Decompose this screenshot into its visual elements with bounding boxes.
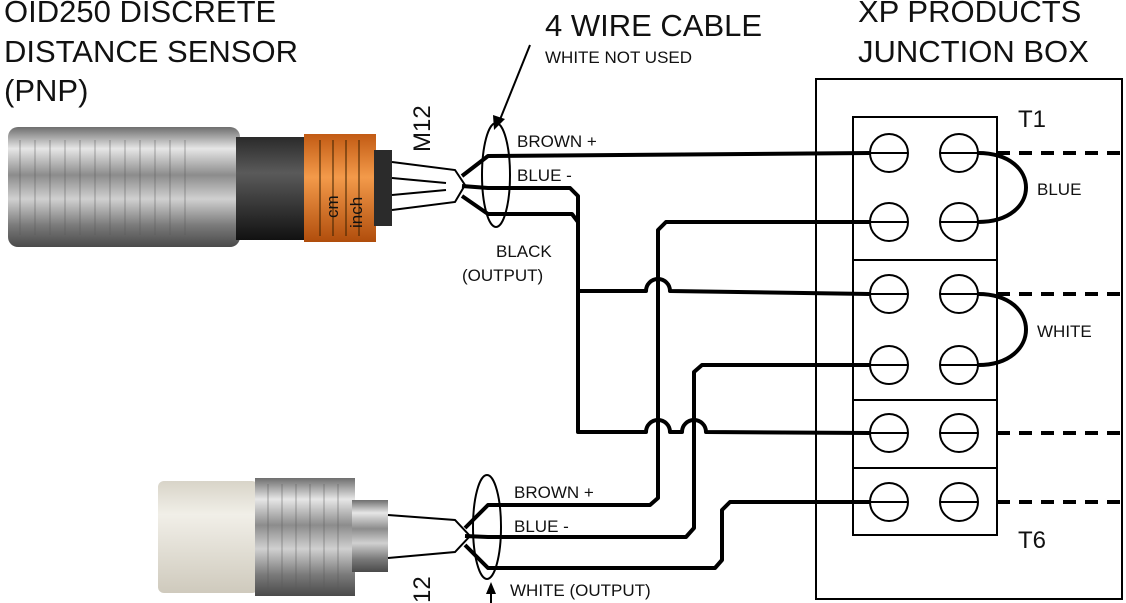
junction-box-outline (815, 78, 1123, 600)
terminal-row-4 (869, 345, 979, 385)
sensor-top-dial (304, 134, 376, 242)
jumper-label-blue: BLUE (1037, 180, 1081, 199)
terminal-strip (852, 116, 998, 536)
bottom-wire-label-blue: BLUE - (514, 517, 569, 536)
terminal-label-t6: T6 (1018, 527, 1046, 554)
top-output-label-line-2: (OUTPUT) (462, 266, 543, 285)
jumper-label-white: WHITE (1037, 322, 1092, 341)
dial-unit-inch: inch (347, 197, 366, 228)
wire-bottom-white-output (463, 500, 870, 570)
sensor-top-title: OID250 DISCRETE DISTANCE SENSOR (PNP) (4, 0, 298, 108)
wire-top-brown (460, 151, 871, 178)
wire-top-black-output (460, 194, 871, 435)
sensor-title-line-2: DISTANCE SENSOR (4, 34, 298, 69)
sensor-bottom-housing (255, 478, 355, 596)
oid250-sensor: cm inch (8, 127, 392, 247)
terminal-row-3 (869, 274, 979, 314)
cable-bottom-splay (387, 514, 472, 559)
sensor-bottom-face (158, 481, 258, 593)
cable-subtitle: WHITE NOT USED (545, 48, 692, 67)
cable-top-splay (391, 161, 467, 211)
bottom-output-label: WHITE (OUTPUT) (510, 581, 651, 600)
sensor-bottom-pins (352, 500, 388, 572)
dial-unit-cm: cm (323, 195, 342, 218)
cable-top-inner (391, 177, 447, 196)
terminal-row-1 (869, 133, 979, 173)
bottom-sensor (158, 478, 388, 596)
terminal-row-5 (869, 413, 979, 453)
bottom-wire-label-brown: BROWN + (514, 483, 594, 502)
terminals (853, 133, 997, 522)
jumper-white (977, 292, 1028, 367)
sensor-title-line-1: OID250 DISCRETE (4, 0, 276, 29)
junction-box-title-line-2: JUNCTION BOX (858, 34, 1089, 69)
top-output-label-line-1: BLACK (496, 242, 552, 261)
terminal-row-2 (869, 202, 979, 242)
sensor-top-connector (374, 150, 392, 226)
wire-bottom-brown (463, 220, 870, 530)
junction-box-title-line-1: XP PRODUCTS (858, 0, 1081, 29)
cable-title: 4 WIRE CABLE (545, 8, 762, 43)
terminal-label-t1: T1 (1018, 106, 1046, 133)
sensor-top-housing (8, 127, 240, 247)
jumper-blue (977, 151, 1028, 224)
sensor-top-body (236, 137, 306, 240)
terminal-row-6 (869, 482, 979, 522)
wire-bottom-blue (464, 363, 870, 539)
arrow-4-wire-cable (493, 44, 531, 130)
sensor-title-line-3: (PNP) (4, 73, 88, 108)
cable-bottom-jacket (472, 474, 502, 580)
connector-label-bottom: 12 (409, 576, 436, 603)
connector-label-top: M12 (409, 105, 436, 152)
arrow-white-output (486, 582, 496, 603)
top-wire-label-brown: BROWN + (517, 132, 597, 151)
top-wire-label-blue: BLUE - (517, 166, 572, 185)
